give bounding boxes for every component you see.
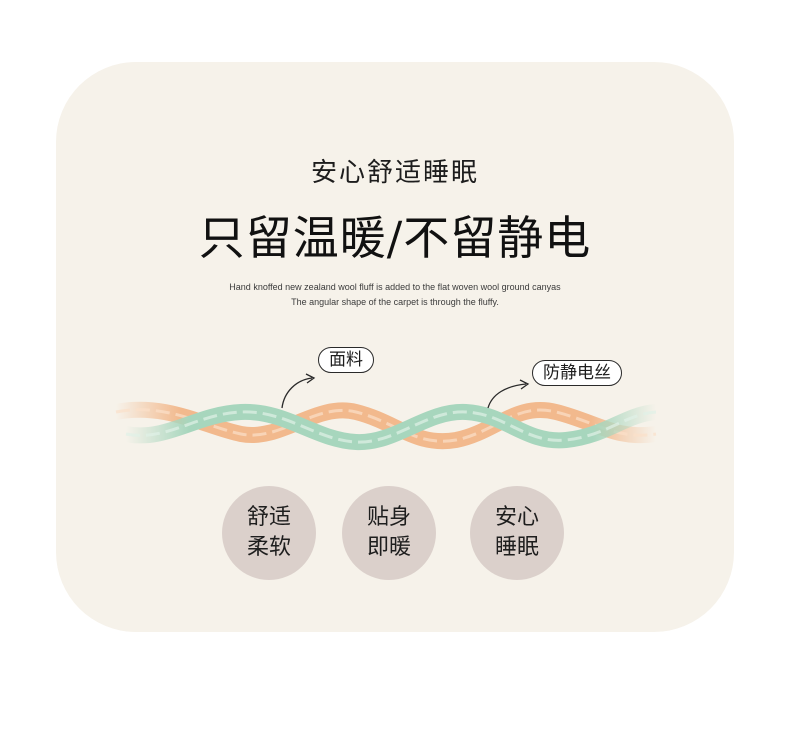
feature-badge-comfort: 舒适 柔软 [222, 486, 316, 580]
fabric-label: 面料 [318, 347, 374, 373]
feature-badge-line2: 睡眠 [494, 535, 539, 560]
feature-badge-line2: 柔软 [246, 535, 291, 560]
feature-badge-line2: 即暖 [366, 535, 411, 560]
feature-badge-warmth: 贴身 即暖 [342, 486, 436, 580]
feature-badge-line1: 安心 [494, 505, 539, 530]
description-line-1: Hand knoffed new zealand wool fluff is a… [229, 282, 561, 292]
fiber-strands-illustration [108, 373, 664, 451]
feature-card: 安心舒适睡眠 只留温暖/不留静电 Hand knoffed new zealan… [56, 62, 734, 632]
subtitle: 安心舒适睡眠 [310, 158, 479, 188]
fabric-pointer-arrow [281, 377, 313, 409]
antistatic-pointer-arrow [487, 383, 527, 409]
feature-badge-line1: 贴身 [366, 505, 411, 530]
headline: 只留温暖/不留静电 [198, 211, 592, 265]
feature-badge-line1: 舒适 [246, 505, 291, 530]
feature-badge-sleep: 安心 睡眠 [470, 486, 564, 580]
antistatic-wire-label: 防静电丝 [532, 360, 622, 386]
description-line-2: The angular shape of the carpet is throu… [291, 297, 499, 307]
